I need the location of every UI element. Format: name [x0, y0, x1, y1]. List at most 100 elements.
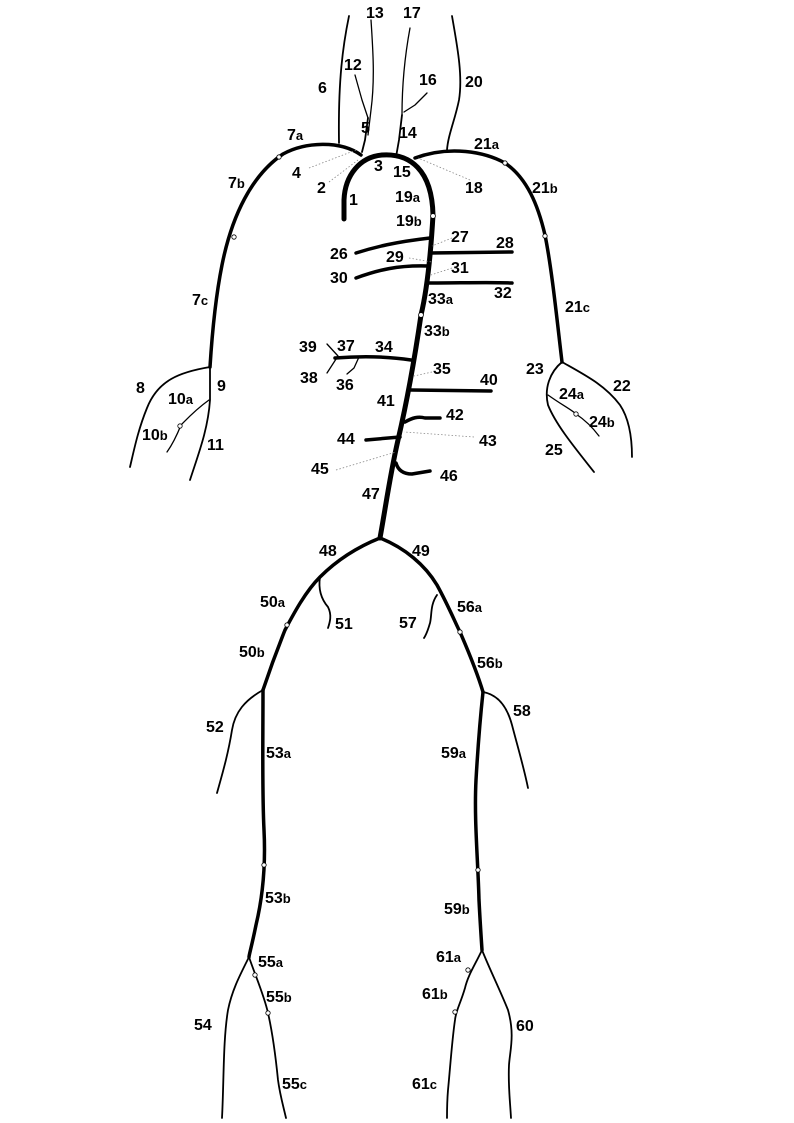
label-suffix: c — [201, 293, 208, 308]
label-7c: 7c — [192, 292, 208, 309]
vessel-44 — [364, 435, 402, 442]
node-7a-7b — [276, 154, 282, 160]
vessel-51 — [318, 576, 332, 629]
label-suffix: a — [492, 137, 500, 152]
label-16: 16 — [419, 72, 437, 89]
label-54: 54 — [194, 1017, 212, 1034]
label-28: 28 — [496, 235, 514, 252]
label-suffix: c — [583, 300, 590, 315]
node-33a-33b — [418, 312, 424, 318]
leader-18 — [417, 157, 471, 181]
node-24a-24b — [573, 411, 579, 417]
label-suffix: a — [459, 746, 467, 761]
label-33a: 33a — [428, 291, 454, 308]
label-46: 46 — [440, 468, 458, 485]
label-19a: 19a — [395, 189, 421, 206]
vessel-54 — [221, 956, 250, 1119]
vessel-14 — [395, 114, 403, 158]
vessel-16 — [403, 92, 428, 113]
label-22: 22 — [613, 378, 631, 395]
vessel-28 — [428, 250, 514, 255]
label-suffix: a — [413, 190, 421, 205]
label-suffix: a — [454, 950, 462, 965]
label-suffix: c — [300, 1077, 307, 1092]
label-24b: 24b — [589, 414, 615, 431]
label-60: 60 — [516, 1018, 534, 1035]
label-suffix: b — [160, 428, 168, 443]
label-suffix: a — [276, 955, 284, 970]
label-11: 11 — [207, 437, 224, 454]
label-suffix: a — [446, 292, 454, 307]
label-23: 23 — [526, 361, 544, 378]
label-44: 44 — [337, 431, 355, 448]
node-53a-53b — [261, 862, 267, 868]
vessel-58 — [482, 691, 529, 789]
label-55b: 55b — [266, 989, 292, 1006]
vessel-30 — [354, 264, 430, 280]
node-21b-21c — [542, 233, 548, 239]
label-31: 31 — [451, 260, 469, 277]
vessel-6 — [337, 15, 350, 144]
vessel-8 — [129, 366, 211, 468]
label-33b: 33b — [424, 323, 450, 340]
label-61a: 61a — [436, 949, 462, 966]
vessel-39-38 — [326, 343, 339, 374]
label-34: 34 — [375, 339, 393, 356]
vessel-aortic-arch — [341, 152, 436, 222]
label-13: 13 — [366, 5, 384, 22]
label-5: 5 — [361, 120, 370, 137]
label-suffix: b — [257, 645, 265, 660]
vessel-49-56 — [378, 536, 485, 694]
label-suffix: a — [475, 600, 483, 615]
label-61b: 61b — [422, 986, 448, 1003]
label-7b: 7b — [228, 175, 245, 192]
vessel-53 — [247, 688, 267, 959]
label-35: 35 — [433, 361, 451, 378]
vessel-13 — [367, 19, 374, 136]
node-50a-50b — [284, 622, 290, 628]
vessel-7 — [208, 142, 363, 369]
label-26: 26 — [330, 246, 348, 263]
label-12: 12 — [344, 57, 362, 74]
label-suffix: b — [462, 902, 470, 917]
label-2: 2 — [317, 180, 326, 197]
label-55c: 55c — [282, 1076, 307, 1093]
label-suffix: b — [283, 891, 291, 906]
vessel-descending-aorta — [377, 212, 436, 541]
leader-31 — [430, 267, 453, 276]
label-61c: 61c — [412, 1076, 437, 1093]
label-48: 48 — [319, 543, 337, 560]
vessel-20 — [446, 15, 462, 151]
label-58: 58 — [513, 703, 531, 720]
label-7a: 7a — [287, 127, 304, 144]
label-57: 57 — [399, 615, 417, 632]
node-56a-56b — [457, 629, 463, 635]
label-32: 32 — [494, 285, 512, 302]
vessel-40 — [409, 388, 493, 393]
vessel-55 — [248, 956, 287, 1119]
vessel-48-50 — [261, 536, 382, 692]
label-52: 52 — [206, 719, 224, 736]
label-suffix: a — [284, 746, 292, 761]
label-40: 40 — [480, 372, 498, 389]
node-59a-59b — [475, 867, 481, 873]
leader-27 — [431, 237, 453, 247]
vessel-21 — [413, 149, 564, 364]
label-36: 36 — [336, 377, 354, 394]
label-4: 4 — [292, 165, 301, 182]
label-suffix: b — [414, 214, 422, 229]
label-45: 45 — [311, 461, 329, 478]
label-14: 14 — [399, 125, 417, 142]
node-55b-55c — [265, 1010, 271, 1016]
label-29: 29 — [386, 249, 404, 266]
label-17: 17 — [403, 5, 421, 22]
vessel-61 — [446, 949, 483, 1119]
label-21c: 21c — [565, 299, 590, 316]
label-59a: 59a — [441, 745, 467, 762]
label-21a: 21a — [474, 136, 500, 153]
label-27: 27 — [451, 229, 469, 246]
label-38: 38 — [300, 370, 318, 387]
label-suffix: b — [607, 415, 615, 430]
